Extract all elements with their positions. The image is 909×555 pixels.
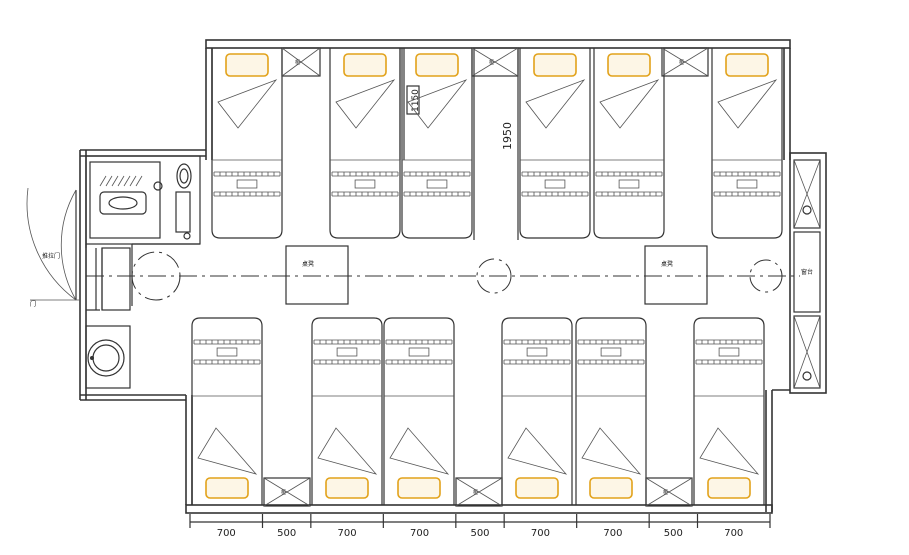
folded-blanket-icon bbox=[717, 79, 778, 129]
column-marker bbox=[749, 259, 783, 293]
dimension-label: 700 bbox=[338, 528, 357, 539]
folded-blanket-icon bbox=[507, 427, 568, 475]
folded-blanket-icon bbox=[407, 79, 468, 129]
svg-text:1950: 1950 bbox=[501, 122, 514, 150]
shower-grate-icon bbox=[99, 175, 143, 187]
dimension-label: 500 bbox=[664, 528, 683, 539]
dimension-label: 700 bbox=[724, 528, 743, 539]
folded-blanket-icon bbox=[197, 427, 258, 475]
folded-blanket-icon bbox=[525, 79, 586, 129]
folded-blanket-icon bbox=[599, 79, 660, 129]
locker-5: 柜 bbox=[455, 477, 503, 507]
pillow-icon bbox=[205, 477, 249, 499]
bathroom: 推拉门 门 bbox=[26, 155, 201, 389]
pillow-icon bbox=[707, 477, 751, 499]
folded-blanket-icon bbox=[389, 427, 450, 475]
dimension-1950: 1950 bbox=[473, 48, 519, 240]
dimension-label: 500 bbox=[470, 528, 489, 539]
bed-bottom-3 bbox=[383, 317, 455, 505]
svg-text:桌凳: 桌凳 bbox=[302, 260, 314, 268]
locker-label: 柜 bbox=[473, 489, 478, 496]
lockers: 柜柜柜柜柜柜 bbox=[263, 47, 709, 507]
entry-door: 推拉门 门 bbox=[26, 187, 80, 308]
bed-bottom-2 bbox=[311, 317, 383, 505]
locker-3: 柜 bbox=[661, 47, 709, 77]
pillow-icon bbox=[415, 53, 459, 77]
dimension-label: 700 bbox=[410, 528, 429, 539]
pillow-icon bbox=[343, 53, 387, 77]
pillow-icon bbox=[325, 477, 369, 499]
bed-top-4 bbox=[519, 48, 591, 239]
locker-6: 柜 bbox=[645, 477, 693, 507]
locker-label: 柜 bbox=[281, 489, 286, 496]
dimension-label: 700 bbox=[217, 528, 236, 539]
svg-text:1150: 1150 bbox=[411, 89, 421, 112]
locker-4: 柜 bbox=[263, 477, 311, 507]
folded-blanket-icon bbox=[699, 427, 760, 475]
folded-blanket-icon bbox=[317, 427, 378, 475]
pillow-icon bbox=[533, 53, 577, 77]
folded-blanket-icon bbox=[217, 79, 278, 129]
locker-label: 柜 bbox=[663, 489, 668, 496]
pillow-icon bbox=[607, 53, 651, 77]
right-cabinet-mid: 窗台 bbox=[793, 231, 821, 313]
pillow-icon bbox=[225, 53, 269, 77]
table-left: 桌凳 bbox=[285, 245, 349, 305]
svg-text:窗台: 窗台 bbox=[801, 268, 813, 276]
pillow-icon bbox=[515, 477, 559, 499]
squat-toilet-icon bbox=[99, 191, 147, 215]
bed-top-2 bbox=[329, 48, 401, 239]
locker-label: 柜 bbox=[295, 59, 300, 66]
bottom-dimension-line: 700 500 700 700 500 700 700 500 700 bbox=[189, 514, 771, 539]
bed-top-5 bbox=[593, 48, 665, 239]
bed-bottom-4 bbox=[501, 317, 573, 505]
dimension-label: 700 bbox=[531, 528, 550, 539]
locker-1: 柜 bbox=[281, 47, 321, 77]
table-right: 桌凳 bbox=[644, 245, 708, 305]
bed-top-1 bbox=[211, 48, 283, 239]
bed-bottom-6 bbox=[693, 317, 765, 505]
bed-top-3 bbox=[401, 48, 473, 239]
bed-bottom-5 bbox=[575, 317, 647, 505]
pillow-icon bbox=[589, 477, 633, 499]
door-label: 推拉门 bbox=[42, 252, 60, 260]
column-marker bbox=[476, 258, 512, 294]
bed-top-6 bbox=[711, 48, 783, 239]
beds bbox=[191, 48, 783, 505]
locker-label: 柜 bbox=[679, 59, 684, 66]
wash-basin-icon bbox=[85, 325, 131, 389]
right-cabinet-bottom bbox=[793, 315, 821, 389]
folded-blanket-icon bbox=[581, 427, 642, 475]
folded-blanket-icon bbox=[335, 79, 396, 129]
entry-label: 门 bbox=[30, 300, 36, 308]
dimension-label: 500 bbox=[277, 528, 296, 539]
right-cabinet-top bbox=[793, 159, 821, 229]
locker-2: 柜 bbox=[471, 47, 519, 77]
pillow-icon bbox=[397, 477, 441, 499]
locker-label: 柜 bbox=[489, 59, 494, 66]
pillow-icon bbox=[725, 53, 769, 77]
dimension-label: 700 bbox=[603, 528, 622, 539]
basin-icon bbox=[176, 163, 192, 189]
bed-bottom-1 bbox=[191, 317, 263, 505]
svg-text:桌凳: 桌凳 bbox=[661, 260, 673, 268]
